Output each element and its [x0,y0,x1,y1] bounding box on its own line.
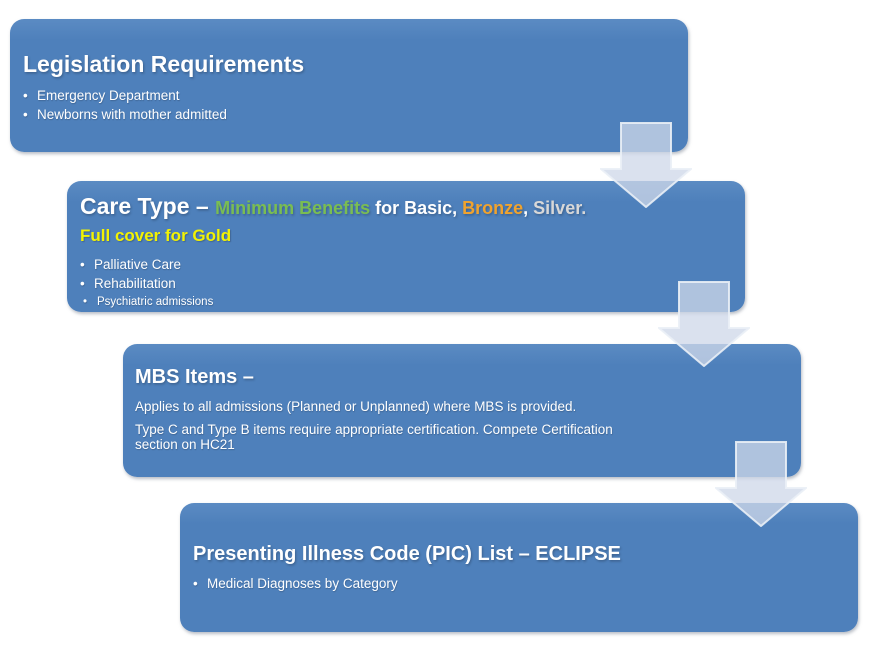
mbs-paragraph: Applies to all admissions (Planned or Un… [135,399,577,414]
bullet-text: Psychiatric admissions [97,295,214,308]
bronze-label: Bronze [462,198,524,218]
mbs-paragraph-line: Type C and Type B items require appropri… [135,422,613,437]
bullet-text: Newborns with mother admitted [37,106,227,122]
full-cover-gold-subtitle: Full cover for Gold [80,225,232,245]
separator-label: , [523,198,534,218]
process-box-mbs-items: MBS Items – Applies to all admissions (P… [123,344,801,477]
pic-list-title: Presenting Illness Code (PIC) List – ECL… [193,543,621,565]
process-box-pic-list: Presenting Illness Code (PIC) List – ECL… [180,503,858,632]
mbs-paragraph: Type C and Type B items require appropri… [135,422,785,452]
legislation-bullet-list: • Emergency Department • Newborns with mot… [23,86,672,124]
bullet-text: Rehabilitation [94,275,176,291]
bullet-item: • Emergency Department [23,86,672,105]
mbs-items-title: MBS Items – [135,366,254,388]
mbs-paragraph-line: section on HC21 [135,437,235,452]
process-box-care-type: Care Type – Minimum Benefits for Basic, … [67,181,745,312]
minimum-benefits-label: Minimum Benefits [215,198,371,218]
down-arrow-icon [600,122,692,208]
bullet-item: • Palliative Care [80,255,729,274]
bullet-item: • Psychiatric admissions [80,293,729,312]
bullet-text: Medical Diagnoses by Category [207,576,398,591]
bullet-text: Palliative Care [94,256,182,272]
bullet-dot: • [83,295,88,308]
bullet-item: • Rehabilitation [80,274,729,293]
bullet-dot: • [193,576,198,591]
bullet-text: Emergency Department [37,87,180,103]
silver-label: Silver. [533,198,587,218]
care-type-label: Care Type – [80,193,216,219]
bullet-dot: • [23,106,28,122]
process-box-legislation: Legislation Requirements • Emergency Depa… [10,19,688,152]
bullet-item: • Medical Diagnoses by Category [193,574,842,593]
down-arrow-icon [715,441,807,527]
care-type-bullet-list: • Palliative Care • Rehabilitation • Psychi… [80,255,729,312]
bullet-dot: • [23,87,28,103]
pic-bullet-list: • Medical Diagnoses by Category [193,574,842,593]
bullet-dot: • [80,256,85,272]
bullet-dot: • [80,275,85,291]
bullet-item: • Newborns with mother admitted [23,105,672,124]
legislation-title: Legislation Requirements [23,51,305,77]
for-basic-label: for Basic, [370,198,463,218]
care-type-title: Care Type – Minimum Benefits for Basic, … [80,194,729,219]
down-arrow-icon [658,281,750,367]
